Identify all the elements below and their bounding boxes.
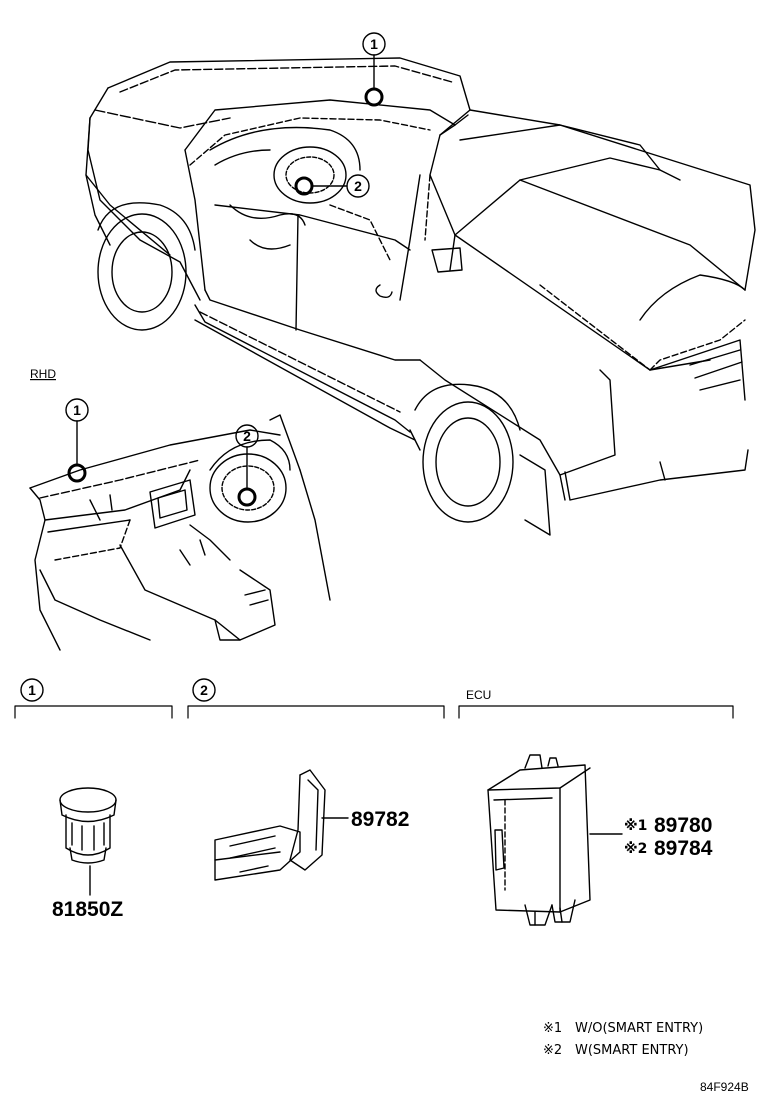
section-1-number: 1 <box>28 682 36 698</box>
callout-1-truck-label: 1 <box>370 36 378 52</box>
callout-1-rhd-label: 1 <box>73 402 81 418</box>
rhd-dashboard-illustration <box>29 414 331 651</box>
pickup-truck-illustration <box>85 57 756 536</box>
section-3-title: ECU <box>466 688 491 702</box>
callout-2-truck <box>294 174 370 198</box>
note-2-text: W(SMART ENTRY) <box>575 1043 689 1058</box>
note-1-text: W/O(SMART ENTRY) <box>575 1021 703 1036</box>
rhd-label: RHD <box>30 367 56 381</box>
callout-2-rhd-label: 2 <box>243 428 251 444</box>
part-number-ecu-2: 89784 <box>654 837 713 860</box>
callout-1-truck <box>362 32 386 107</box>
sensor-part-drawing <box>59 787 117 896</box>
section-brackets <box>14 705 734 719</box>
note-2-mark: ※2 <box>543 1043 562 1058</box>
ecu-part-drawing <box>487 754 623 926</box>
section-2-number: 2 <box>200 682 208 698</box>
bracket-part-drawing <box>214 769 349 881</box>
part-number-ecu-1: 89780 <box>654 814 712 837</box>
ecu-mark-2: ※2 <box>624 841 647 857</box>
part-number-sensor: 81850Z <box>52 898 123 921</box>
ecu-mark-1: ※1 <box>624 818 647 834</box>
callout-2-truck-label: 2 <box>354 178 362 194</box>
diagram-code: 84F924B <box>700 1080 749 1094</box>
note-1-mark: ※1 <box>543 1021 562 1036</box>
section-number-badges <box>20 678 216 702</box>
callout-1-rhd <box>65 398 89 483</box>
part-number-bracket: 89782 <box>351 808 409 831</box>
callout-2-rhd <box>235 424 259 507</box>
